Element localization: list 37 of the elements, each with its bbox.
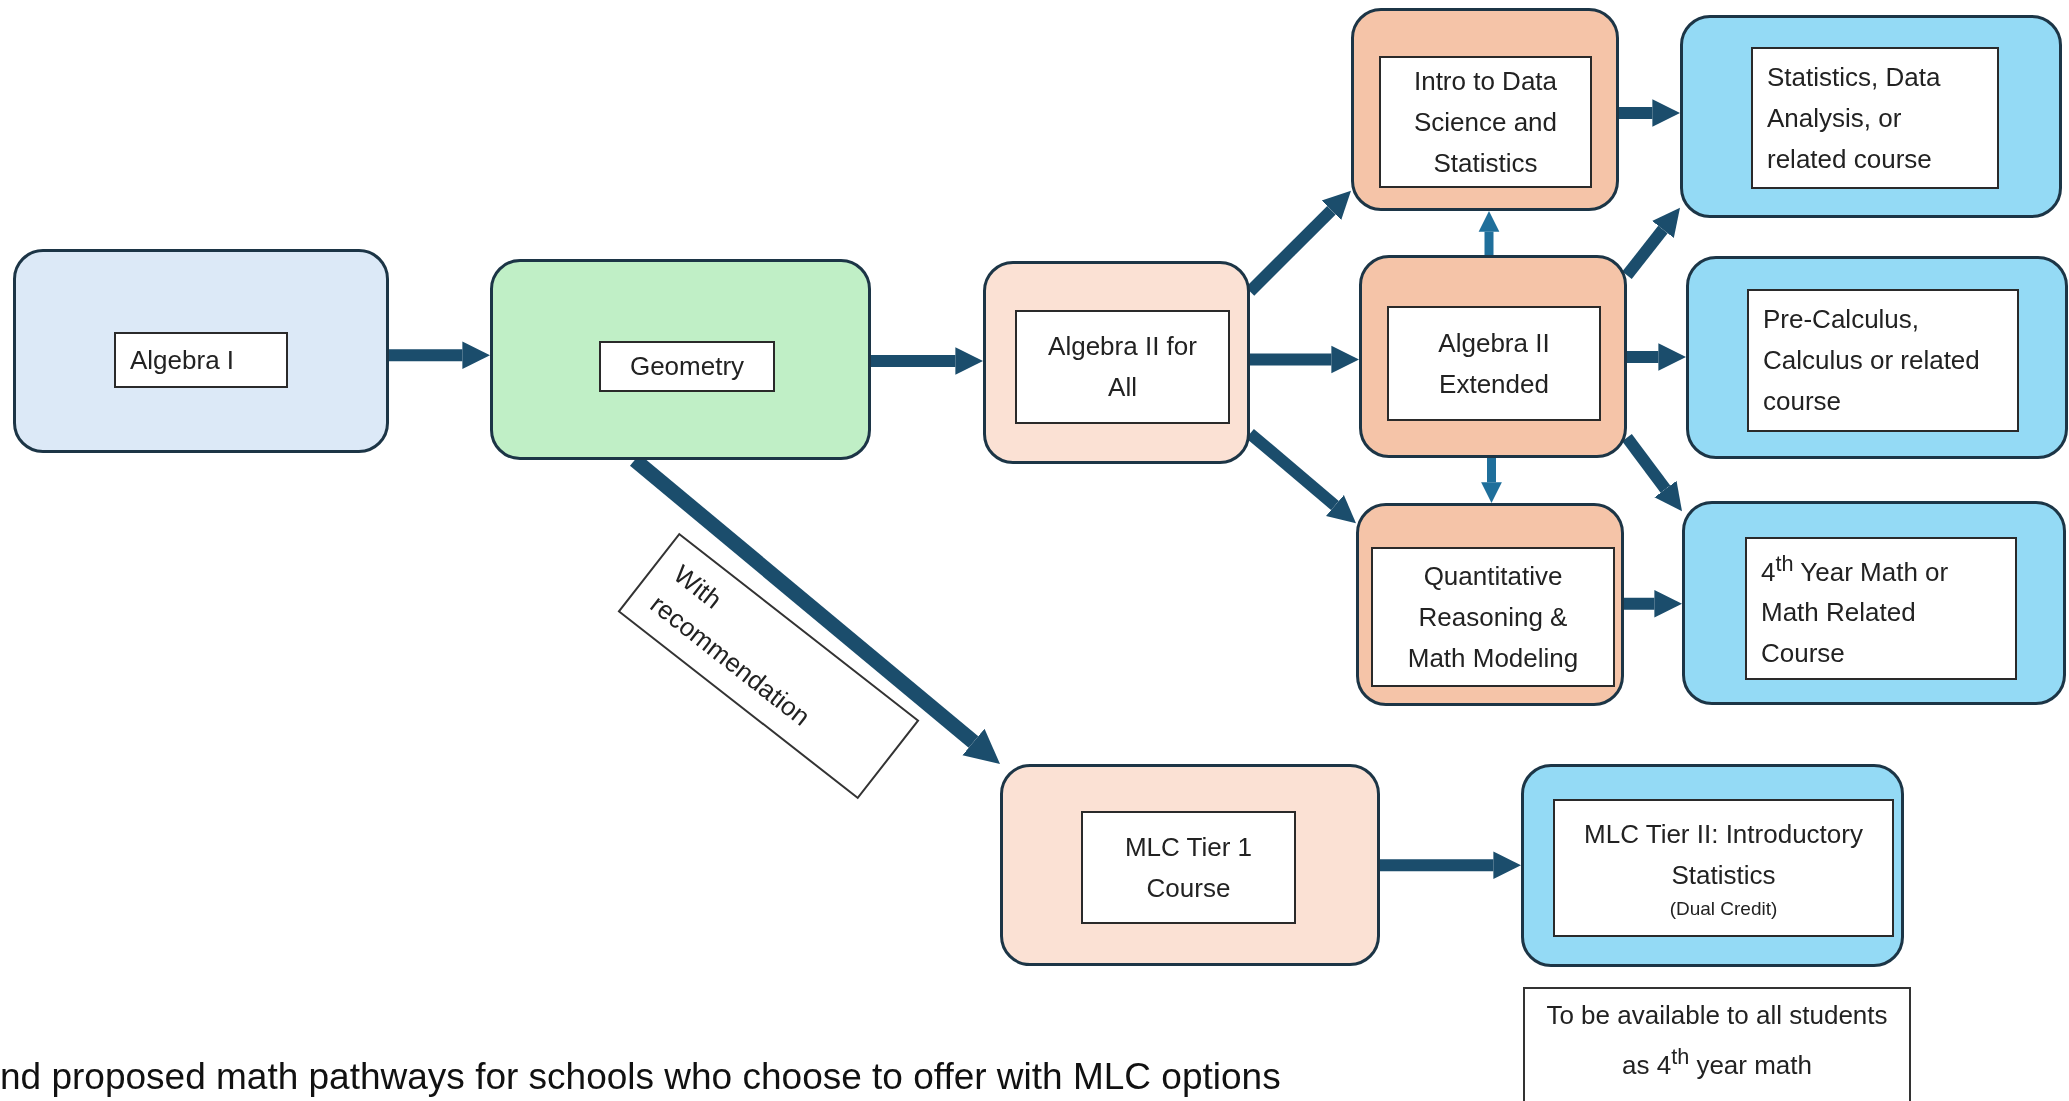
note-text: To be available to all students as 4$^{th}$ year math [1545,999,1889,1082]
course-name: Quantitative Reasoning & Math Modeling [1406,559,1580,675]
arrow [1622,434,1682,512]
arrow [1380,851,1521,880]
course-note: (Dual Credit) [1668,897,1779,921]
course-name: Algebra II Extended [1437,326,1551,401]
arrow [871,347,983,375]
course-name: Statistics, Data Analysis, or related course [1767,60,1942,176]
note-box [1523,987,1911,1101]
course-box [1351,8,1619,211]
course-box [983,261,1250,464]
course-box [1686,256,2068,459]
course-box [1682,501,2066,705]
course-name: Intro to Data Science and Statistics [1412,64,1559,180]
arrow [1619,99,1680,127]
course-box [1680,15,2062,218]
arrow [1478,211,1500,255]
course-box [1356,503,1624,706]
course-box [1521,764,1904,967]
arrow [1250,345,1359,374]
course-box [1359,255,1627,458]
arrow [1481,458,1502,503]
course-box [1000,764,1380,966]
caption-text: nd proposed math pathways for schools who choose to offer with MLC options [0,1056,1281,1098]
arrow [389,341,490,370]
course-box [13,249,389,453]
course-name: Algebra I [130,343,236,377]
arrow [1627,343,1686,371]
course-box [490,259,871,460]
course-name: MLC Tier 1 Course [1123,830,1254,905]
course-name: 4$^{th}$ Year Math or Math Related Course [1761,549,1950,671]
course-name: Geometry [628,350,746,383]
course-name: MLC Tier II: Introductory Statistics [1583,818,1864,892]
arrow [1624,589,1682,618]
course-name: Algebra II for All [1047,330,1198,404]
arrow [1622,207,1680,279]
course-name: Pre-Calculus, Calculus or related course [1763,303,1981,418]
